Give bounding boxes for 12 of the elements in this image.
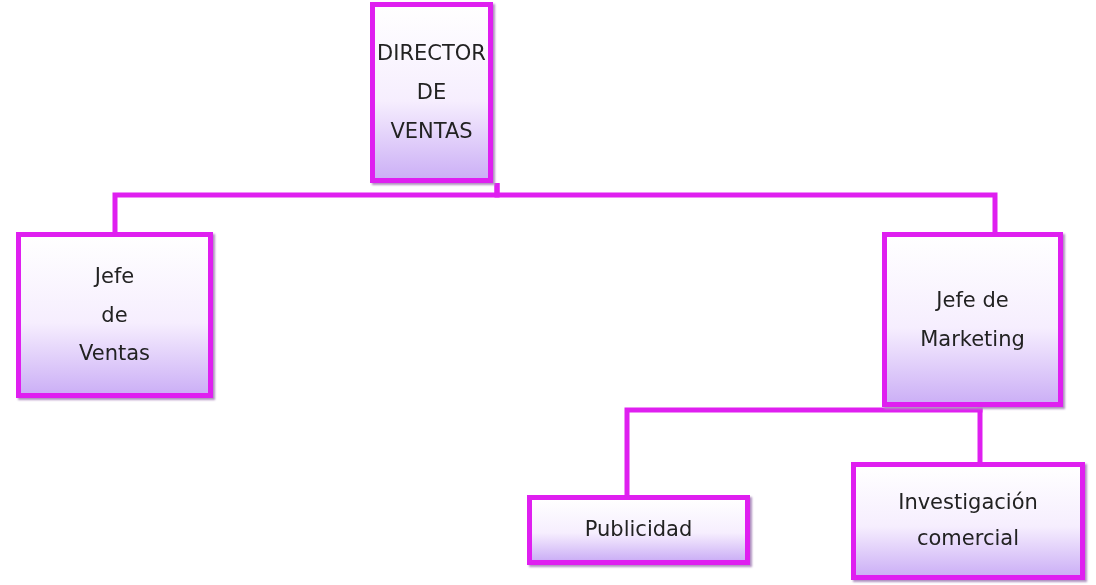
role-title: Jefe de Marketing: [920, 286, 1025, 353]
org-box: [527, 495, 750, 565]
role-title: Jefe de Ventas: [79, 262, 150, 368]
org-box: [851, 462, 1085, 580]
org-box: [882, 232, 1063, 407]
role-title: Investigación comercial: [898, 489, 1038, 552]
org-box: [370, 2, 493, 183]
connector-line: [494, 183, 998, 232]
org-box: [16, 232, 213, 398]
connector-line: [977, 407, 983, 462]
role-title: Publicidad: [584, 516, 693, 544]
role-title: DIRECTOR DE VENTAS: [377, 40, 486, 145]
